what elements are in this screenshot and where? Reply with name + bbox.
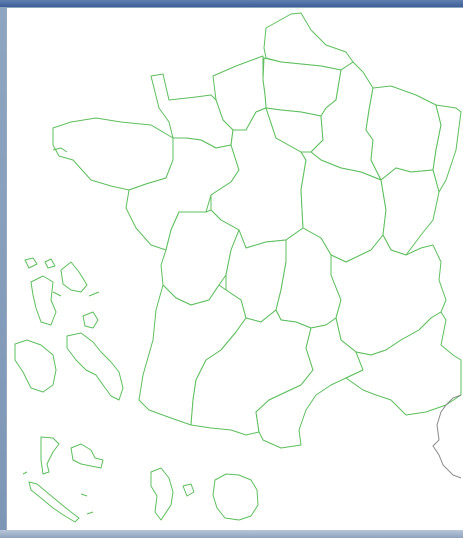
- region-franche-comte[interactable]: [380, 167, 440, 256]
- islet-marks-1: [22, 291, 100, 515]
- region-bretagne[interactable]: [52, 117, 174, 191]
- region-corse[interactable]: [212, 473, 259, 521]
- territory-saint-pierre[interactable]: [24, 257, 38, 269]
- window-bottom-bar: [0, 530, 463, 538]
- territory-nouvelle-caledonie[interactable]: [28, 481, 80, 523]
- territory-mayotte[interactable]: [150, 467, 174, 521]
- map-canvas: [6, 8, 463, 531]
- region-alsace[interactable]: [432, 104, 462, 193]
- france-map: [14, 12, 462, 523]
- territory-guadeloupe[interactable]: [30, 275, 57, 326]
- territory-futuna[interactable]: [70, 443, 104, 469]
- territory-guyane[interactable]: [66, 332, 124, 401]
- territory-mayotte-islet[interactable]: [182, 483, 195, 497]
- neighbour-border: [432, 394, 462, 479]
- title-bar: [0, 0, 463, 7]
- territory-guadeloupe-islet[interactable]: [82, 311, 99, 329]
- region-languedoc-roussillon[interactable]: [255, 317, 364, 449]
- territory-martinique[interactable]: [14, 339, 57, 393]
- territory-guadeloupe-east[interactable]: [60, 261, 88, 293]
- region-provence-alpes-cote-d-azur[interactable]: [345, 311, 462, 416]
- territory-wallis[interactable]: [40, 436, 60, 475]
- coast-detail-bretagne: [52, 147, 68, 153]
- territory-saint-pierre-islet[interactable]: [44, 258, 56, 269]
- region-lorraine[interactable]: [365, 85, 442, 181]
